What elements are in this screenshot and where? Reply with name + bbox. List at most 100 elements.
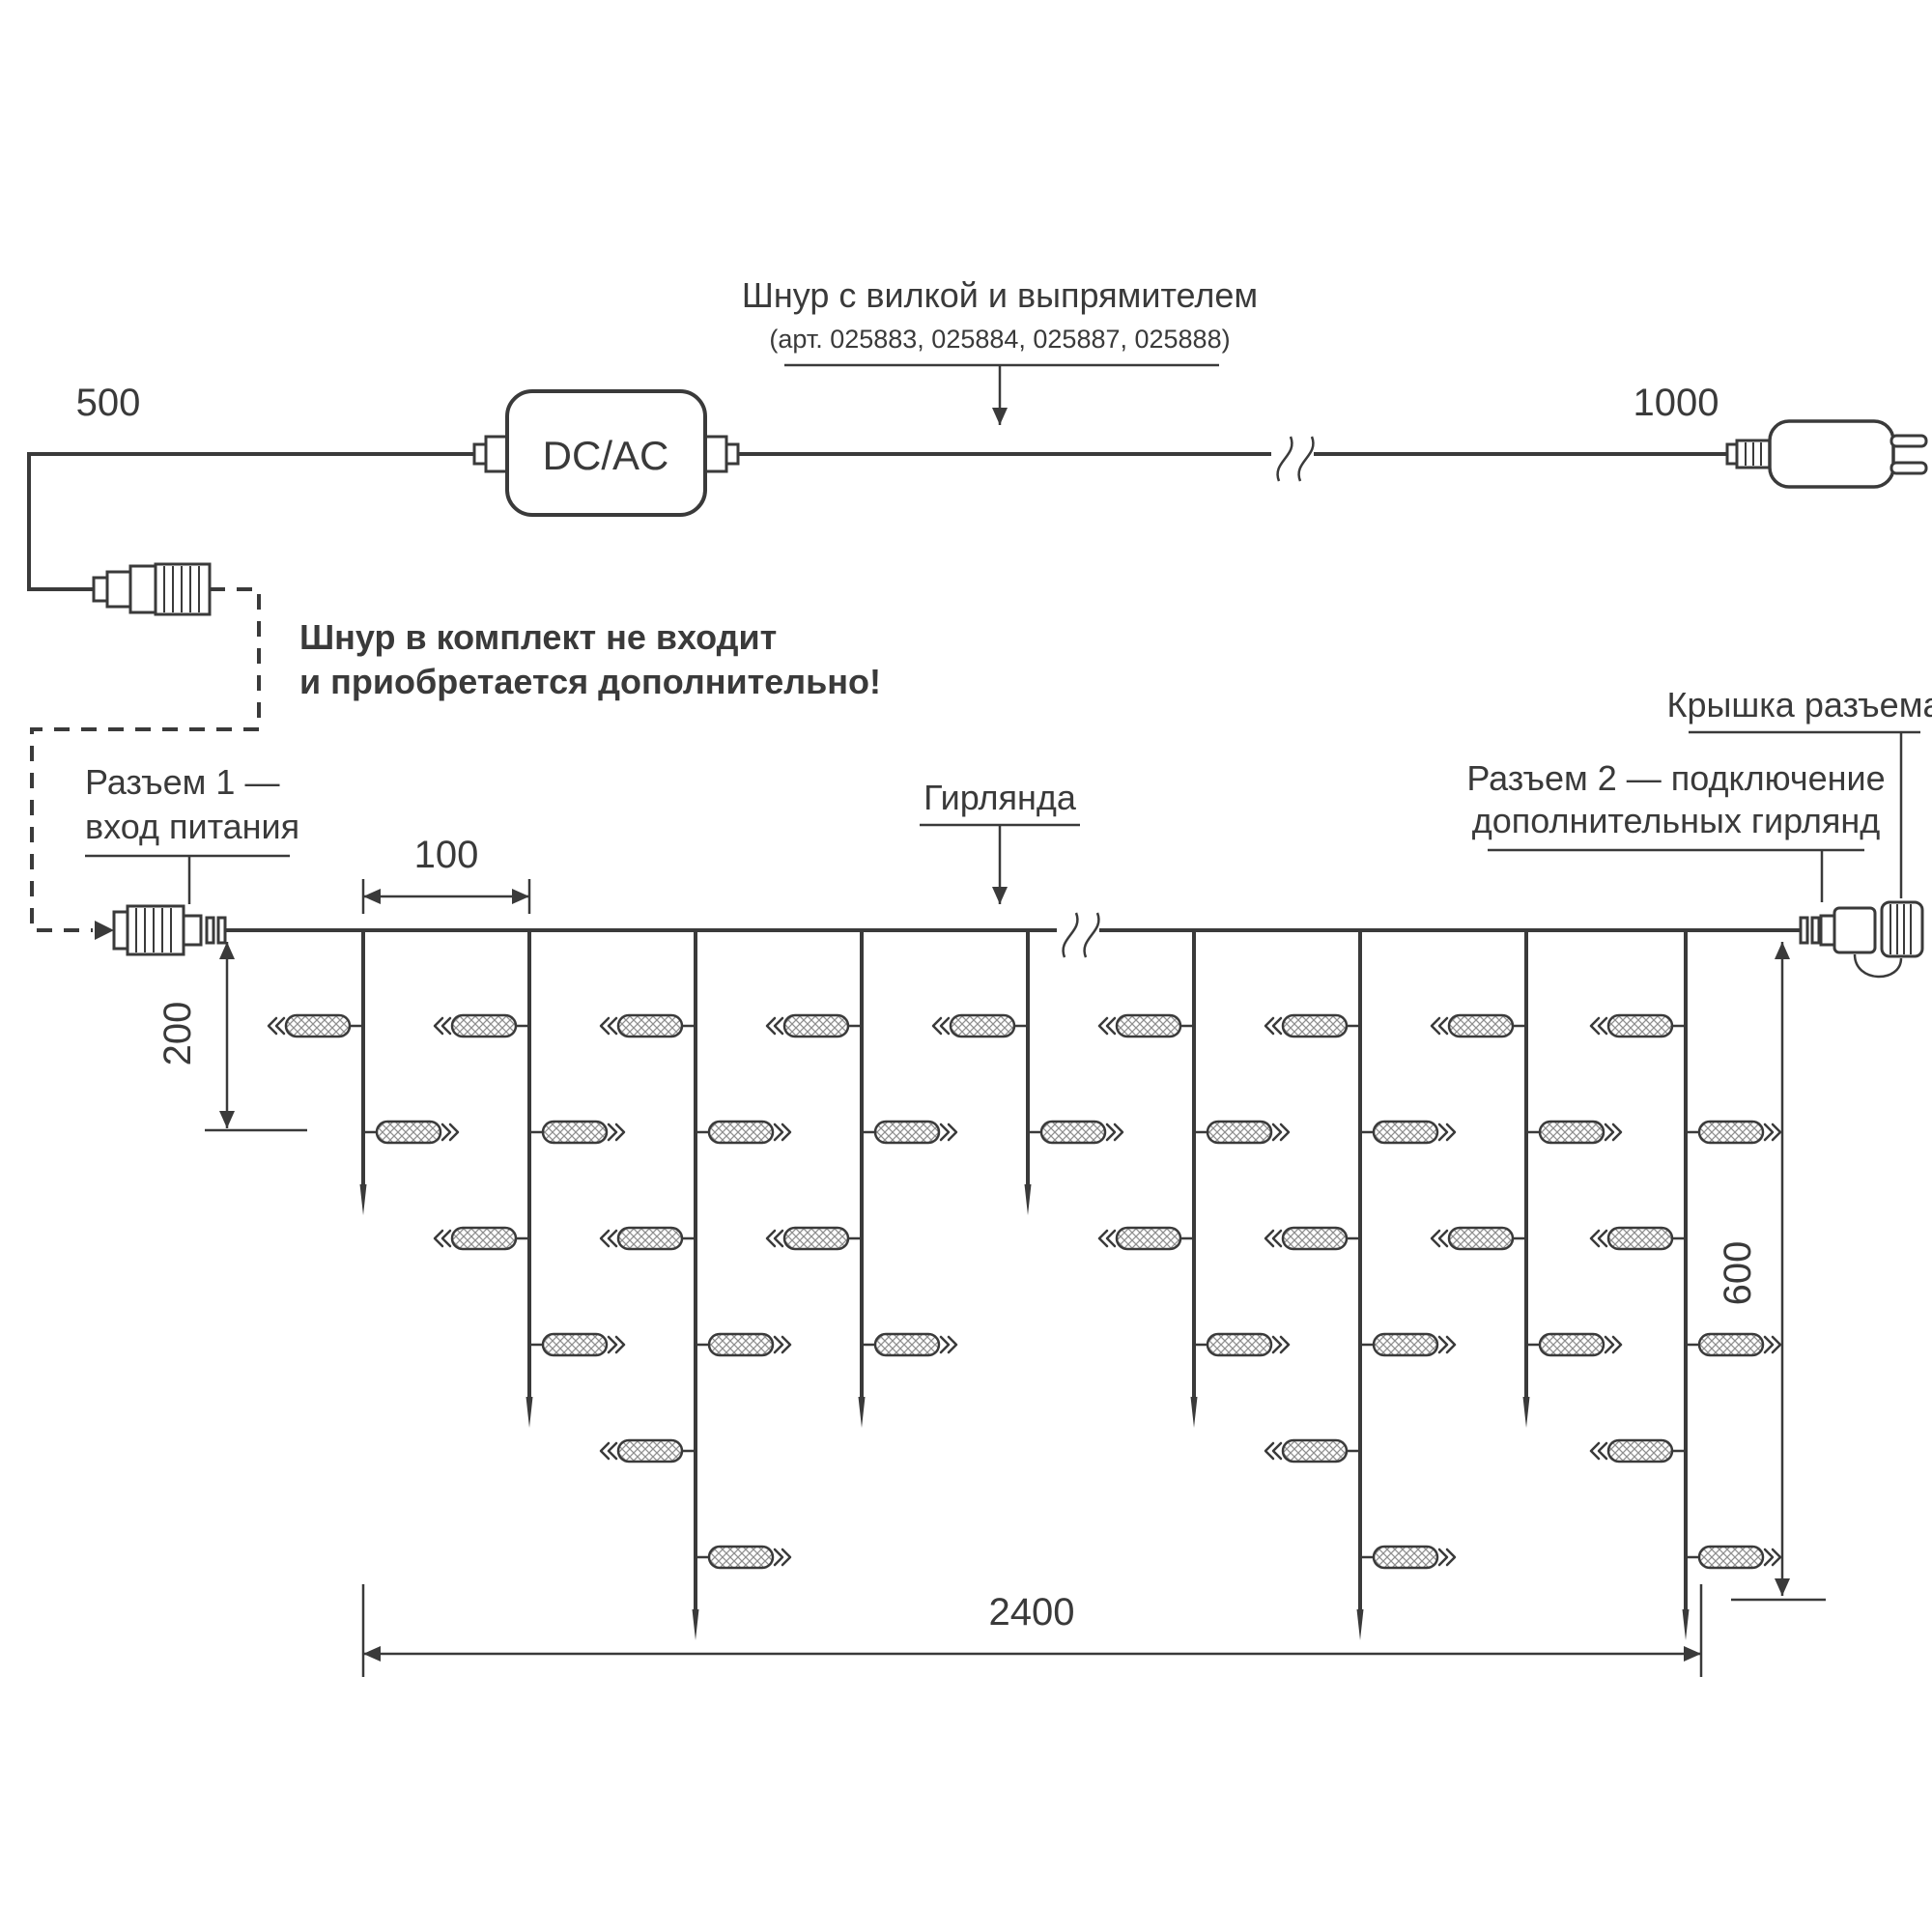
led-bulb: [1697, 1332, 1765, 1357]
bulb-tip-icon: [1264, 1016, 1275, 1036]
drop-tip: [692, 1609, 699, 1640]
garland-break-mark: [1057, 911, 1100, 958]
bulb-tip-icon: [1604, 1122, 1615, 1142]
warning-line2: и приобретается дополнительно!: [299, 662, 881, 701]
drop-tip: [1682, 1609, 1690, 1640]
converter-label: DC/AC: [543, 433, 669, 478]
led-bulb: [707, 1545, 775, 1570]
bulb-tip-icon: [1271, 1016, 1283, 1036]
garland-drop: [1589, 928, 1782, 1640]
power-cord-assembly: Шнур с вилкой и выпрямителем (арт. 02588…: [27, 275, 1928, 940]
svg-text:Крышка разъема: Крышка разъема: [1667, 685, 1932, 724]
led-bulb: [616, 1226, 684, 1251]
bulb-tip-icon: [1113, 1122, 1124, 1142]
led-bulb: [1538, 1120, 1605, 1145]
svg-text:2400: 2400: [989, 1591, 1075, 1634]
led-bulb: [873, 1332, 941, 1357]
bulb-tip-icon: [773, 1016, 784, 1036]
led-bulb: [616, 1013, 684, 1038]
bulb-tip-icon: [939, 1122, 951, 1142]
bulb-tip-icon: [607, 1335, 618, 1354]
garland: Разъем 1 — вход питания Гирлянда Разъем …: [85, 685, 1932, 1677]
bulb-tip-icon: [1445, 1335, 1457, 1354]
plug-pin: [1889, 434, 1928, 448]
bulb-tip-icon: [1271, 1229, 1283, 1248]
bulb-tip-icon: [1271, 1441, 1283, 1461]
bulb-tip-icon: [1279, 1335, 1291, 1354]
bulb-tip-icon: [1105, 1016, 1117, 1036]
led-bulb: [375, 1120, 442, 1145]
warning-line1: Шнур в комплект не входит: [299, 617, 777, 657]
dim-2400: 2400: [361, 1584, 1703, 1677]
garland-drop: [599, 928, 792, 1640]
led-bulb: [1697, 1545, 1765, 1570]
drops-layer: [267, 928, 1782, 1640]
bulb-tip-icon: [1437, 1229, 1449, 1248]
led-bulb: [1606, 1438, 1674, 1463]
led-bulb: [1206, 1120, 1273, 1145]
led-bulb: [541, 1332, 609, 1357]
bulb-tip-icon: [1437, 1548, 1449, 1567]
svg-text:Разъем 1 —: Разъем 1 —: [85, 762, 279, 802]
bulb-tip-icon: [599, 1229, 611, 1248]
cord-title: Шнур с вилкой и выпрямителем: [742, 275, 1258, 315]
dim-200: 200: [156, 942, 307, 1132]
svg-text:100: 100: [414, 834, 479, 876]
bulb-tip-icon: [1264, 1229, 1275, 1248]
drop-tip: [1522, 1397, 1530, 1428]
connector2-label: Разъем 2 — подключение дополнительных ги…: [1466, 758, 1886, 902]
svg-text:Гирлянда: Гирлянда: [923, 778, 1077, 817]
led-bulb: [782, 1013, 850, 1038]
led-bulb: [1606, 1226, 1674, 1251]
bulb-tip-icon: [931, 1016, 943, 1036]
bulb-tip-icon: [939, 1016, 951, 1036]
cap-label: Крышка разъема: [1667, 685, 1932, 898]
power-plug: [1725, 419, 1928, 489]
bulb-tip-icon: [274, 1016, 286, 1036]
bulb-tip-icon: [765, 1016, 777, 1036]
bulb-tip-icon: [614, 1122, 626, 1142]
bulb-tip-icon: [781, 1335, 792, 1354]
led-bulb: [284, 1013, 352, 1038]
led-bulb: [1206, 1332, 1273, 1357]
bulb-tip-icon: [607, 1016, 618, 1036]
led-bulb: [1372, 1545, 1439, 1570]
bulb-tip-icon: [448, 1122, 460, 1142]
led-bulb: [1115, 1013, 1182, 1038]
bulb-tip-icon: [773, 1548, 784, 1567]
led-bulb: [1372, 1332, 1439, 1357]
cord-break-mark: [1271, 435, 1315, 482]
bulb-tip-icon: [773, 1335, 784, 1354]
bulb-tip-icon: [607, 1229, 618, 1248]
bulb-tip-icon: [433, 1016, 444, 1036]
led-bulb: [1115, 1226, 1182, 1251]
bulb-tip-icon: [1437, 1335, 1449, 1354]
svg-text:200: 200: [156, 1002, 199, 1066]
bulb-tip-icon: [1763, 1335, 1775, 1354]
drop-tip: [1190, 1397, 1198, 1428]
svg-text:Разъем 2 — подключение: Разъем 2 — подключение: [1466, 758, 1885, 798]
bulb-tip-icon: [1097, 1229, 1109, 1248]
garland-drop: [765, 928, 958, 1428]
led-bulb: [1281, 1438, 1349, 1463]
led-bulb: [1697, 1120, 1765, 1145]
garland-label: Гирлянда: [920, 778, 1080, 904]
cord-title-note: (арт. 025883, 025884, 025887, 025888): [769, 325, 1230, 354]
cord-end-connector: [92, 562, 212, 616]
led-bulb: [450, 1013, 518, 1038]
dim-500-label: 500: [76, 382, 141, 424]
led-bulb: [1372, 1120, 1439, 1145]
connector-2: [1799, 906, 1877, 954]
bulb-tip-icon: [440, 1016, 452, 1036]
bulb-tip-icon: [1437, 1016, 1449, 1036]
led-bulb: [450, 1226, 518, 1251]
bulb-tip-icon: [1604, 1335, 1615, 1354]
bulb-tip-icon: [1279, 1122, 1291, 1142]
bulb-tip-icon: [1763, 1122, 1775, 1142]
bulb-tip-icon: [1271, 1122, 1283, 1142]
bulb-tip-icon: [765, 1229, 777, 1248]
led-bulb: [1606, 1013, 1674, 1038]
bulb-tip-icon: [433, 1229, 444, 1248]
bulb-tip-icon: [1437, 1122, 1449, 1142]
bulb-tip-icon: [1763, 1548, 1775, 1567]
